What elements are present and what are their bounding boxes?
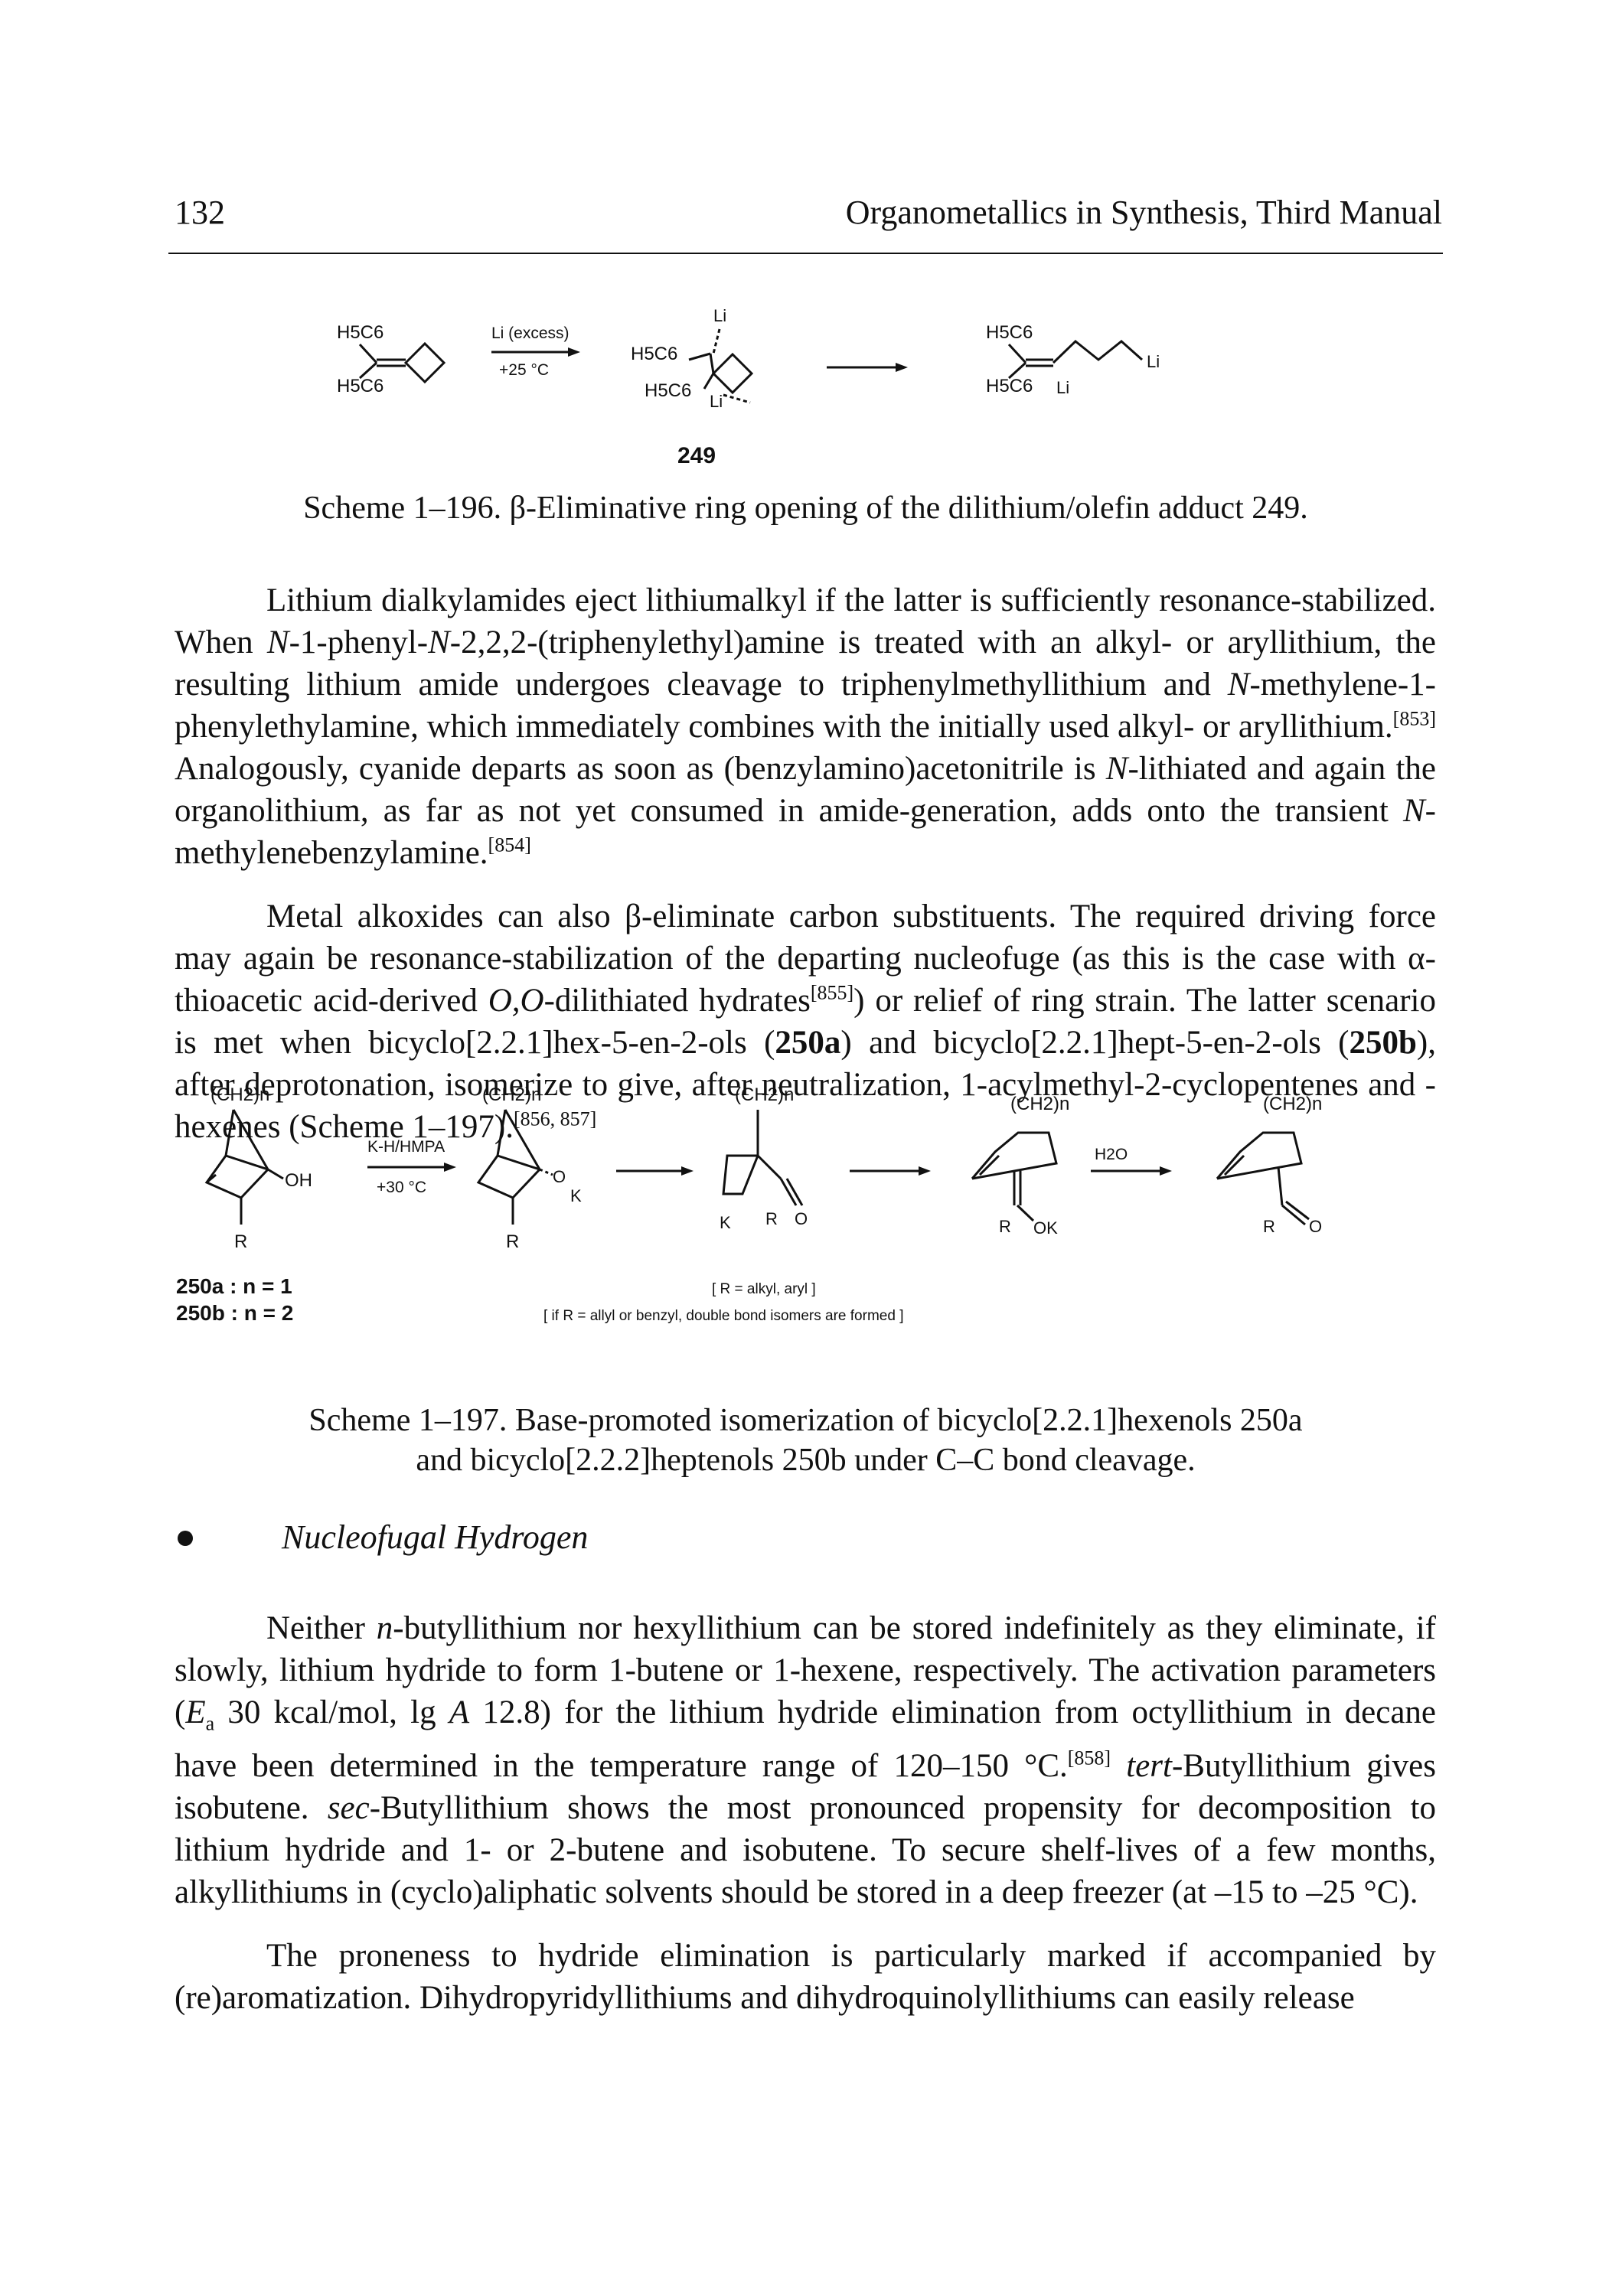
s197-oh: OH — [285, 1170, 312, 1191]
header-rule — [168, 253, 1443, 254]
s197-note-2: [ if R = allyl or benzyl, double bond is… — [543, 1308, 903, 1324]
s196-product-label-top: H5C6 — [986, 322, 1033, 343]
s196-adduct-li-bottom: Li — [710, 392, 723, 411]
s197-r-3: R — [765, 1209, 778, 1228]
s197-ok: OK — [1033, 1218, 1058, 1238]
s196-reactant-label-bottom: H5C6 — [337, 376, 383, 396]
paragraph-hydride-elimination: The proneness to hydride elimination is … — [175, 1937, 1436, 2016]
s196-adduct-ring — [711, 352, 754, 395]
s196-reactant-bond — [358, 343, 378, 364]
s196-product-li-vinyl: Li — [1056, 378, 1069, 397]
scheme-1-197-caption-line-2: and bicyclo[2.2.2]heptenols 250b under C… — [416, 1443, 1196, 1478]
page-number: 132 — [175, 194, 225, 231]
s197-ring-label: (CH2)n — [211, 1084, 269, 1105]
scheme-1-197: (CH2)n OH R K-H/HMPA +30 °C (CH2)n O K R… — [176, 1084, 1322, 1325]
s197-cmpd-250b: 250b : n = 2 — [176, 1301, 293, 1325]
s196-compound-249: 249 — [677, 443, 716, 468]
body-text-block-1: Lithium dialkylamides eject lithiumalkyl… — [175, 579, 1436, 1148]
paragraph-nbutyllithium: Neither n-butyllithium nor hexyllithium … — [175, 1610, 1437, 1910]
s197-ketone-o: O — [1309, 1217, 1322, 1236]
scheme-1-197-caption-line-1: Scheme 1–197. Base-promoted isomerizatio… — [308, 1403, 1303, 1438]
s197-alkoxide-o: O — [553, 1167, 566, 1186]
s197-ring-label-2: (CH2)n — [482, 1084, 541, 1105]
s196-adduct-label-bottom: H5C6 — [645, 380, 691, 401]
scheme-1-196-caption: Scheme 1–196. β-Eliminative ring opening… — [303, 491, 1308, 526]
body-text-block-2: Neither n-butyllithium nor hexyllithium … — [175, 1607, 1436, 2019]
section-heading: Nucleofugal Hydrogen — [282, 1518, 589, 1556]
s197-r-1: R — [234, 1231, 247, 1252]
s197-r-4: R — [999, 1217, 1011, 1236]
s196-adduct-label-top: H5C6 — [631, 344, 677, 364]
s196-product-li-chain: Li — [1147, 352, 1160, 371]
paragraph-lithium-dialkylamides: Lithium dialkylamides eject lithiumalkyl… — [175, 582, 1437, 871]
s197-ring-label-5: (CH2)n — [1263, 1094, 1322, 1114]
s197-carbanion-o: O — [795, 1209, 808, 1228]
paragraph-metal-alkoxides: Metal alkoxides can also β-eliminate car… — [175, 899, 1436, 1145]
running-title: Organometallics in Synthesis, Third Manu… — [845, 194, 1442, 231]
s197-ring-label-4: (CH2)n — [1010, 1094, 1069, 1114]
s197-arrow1-top: K-H/HMPA — [367, 1138, 445, 1156]
s197-arrow1-bottom: +30 °C — [377, 1179, 426, 1196]
s196-product-chain — [1052, 340, 1143, 364]
s196-reactant-label-top: H5C6 — [337, 322, 383, 343]
s197-cmpd-250a: 250a : n = 1 — [176, 1274, 292, 1298]
s196-cyclobutane-ring — [403, 341, 446, 384]
s197-carbanion-k: K — [720, 1213, 731, 1232]
s196-reactant-bond — [358, 361, 378, 380]
scheme-1-197-caption: Scheme 1–197. Base-promoted isomerizatio… — [168, 1401, 1443, 1480]
s197-ring-label-3: (CH2)n — [735, 1084, 794, 1105]
s196-product-label-bottom: H5C6 — [986, 376, 1033, 396]
s197-r-5: R — [1263, 1217, 1275, 1236]
section-bullet — [178, 1531, 193, 1546]
scheme-1-196: H5C6 H5C6 Li (excess) +25 °C Li H5C6 H5C… — [337, 306, 1160, 468]
s197-r-2: R — [506, 1231, 519, 1252]
s196-arrow-label-bottom: +25 °C — [499, 361, 549, 379]
s196-arrow-label-top: Li (excess) — [491, 325, 570, 342]
s197-note-1: [ R = alkyl, aryl ] — [712, 1281, 816, 1297]
s196-adduct-li-top: Li — [713, 306, 726, 325]
s197-alkoxide-k: K — [570, 1186, 582, 1205]
s197-water: H2O — [1095, 1146, 1128, 1163]
